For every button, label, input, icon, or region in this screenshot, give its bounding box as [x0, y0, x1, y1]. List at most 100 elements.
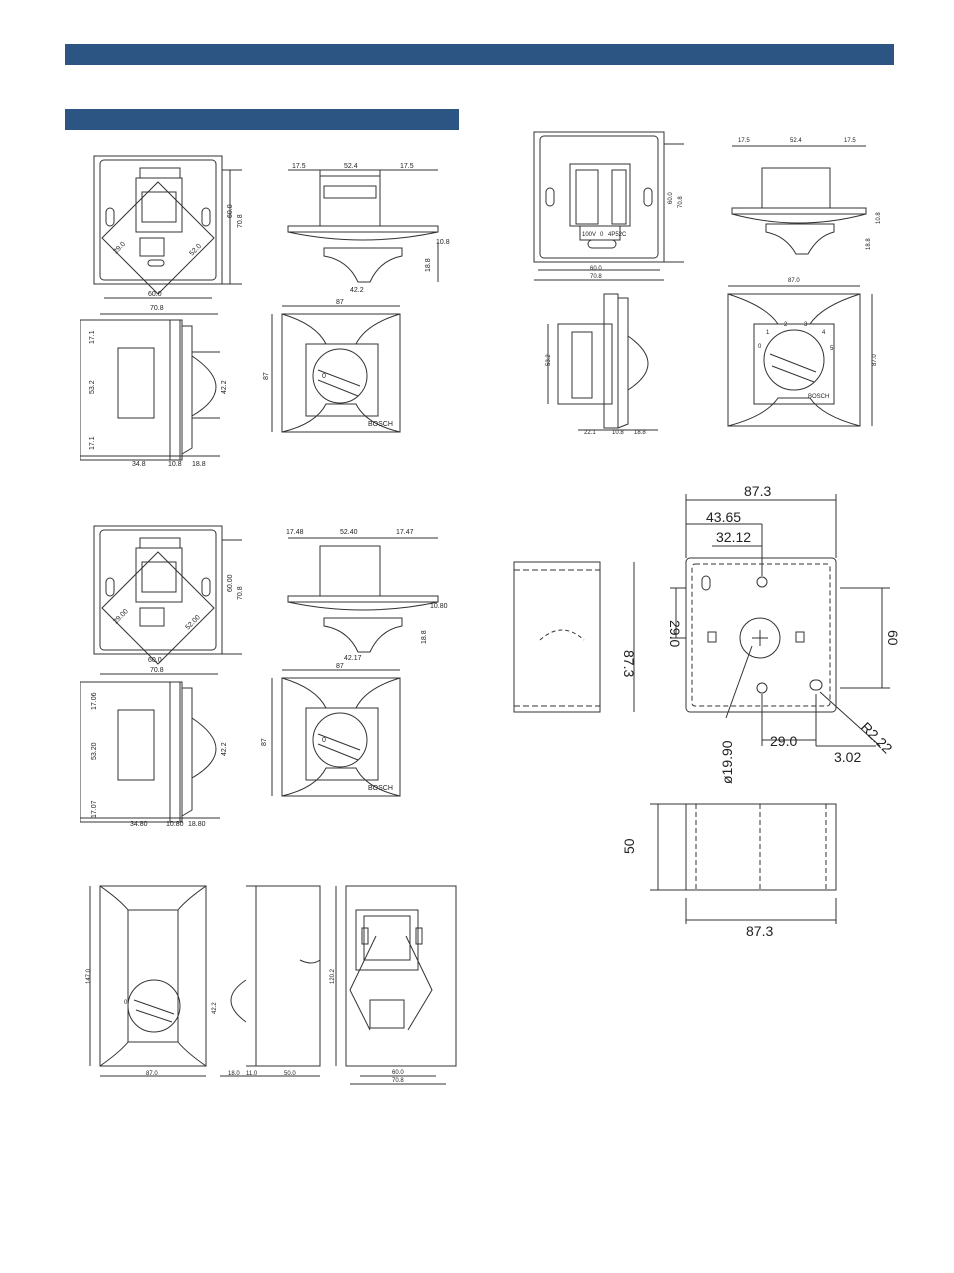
flush-box-drawing: 87.3 43.65 32.12 29.0 87.3 60 29.0 3.02 … [513, 483, 901, 939]
box-dim-b: 32.12 [716, 529, 751, 545]
dim-side-c: 17.1 [89, 436, 96, 450]
box-dim-depth: 50 [621, 838, 637, 854]
plate-brand: BOSCH [368, 421, 393, 428]
dim4-side-d2: 10.8 [612, 430, 624, 436]
dim4-front-h2: 70.8 [678, 196, 684, 208]
dim3-zero: 0 [124, 1000, 128, 1006]
dim-diag-a: 29.0 [112, 241, 127, 256]
dim4-side-d3: 18.8 [634, 430, 646, 436]
plate-zero: 0 [322, 373, 326, 380]
dim3-d1: 18.0 [228, 1071, 240, 1077]
dim-side-d3: 18.8 [192, 461, 206, 468]
dim4-t1: 100V [582, 232, 596, 238]
dim3-front-h: 147.0 [86, 968, 92, 984]
box-dim-dia: ø19.90 [719, 740, 735, 784]
dim2-side-c: 17.07 [91, 800, 98, 818]
dimension-drawing-1: 60.0 70.8 60.0 70.8 29.0 52.0 17.5 52.4 … [80, 155, 450, 468]
plate4-brand: BOSCH [808, 394, 829, 400]
box-dim-e: 29.0 [770, 733, 797, 749]
box-dim-r: R2.22 [858, 719, 896, 757]
dim2-side-d1: 34.80 [130, 821, 148, 828]
dim-top-knob: 42.2 [350, 287, 364, 294]
dim-side-d1: 34.8 [132, 461, 146, 468]
box-dim-f: 3.02 [834, 749, 861, 765]
dim2-top-depth2: 18.8 [421, 630, 428, 644]
dim2-side-a: 17.06 [91, 692, 98, 710]
dim2-side-d3: 18.80 [188, 821, 206, 828]
dim-diag-b: 52.0 [188, 243, 203, 258]
dim4-top-left: 17.5 [738, 138, 750, 144]
dim4-side-h: 53.2 [546, 354, 552, 366]
dim-front-w2: 70.8 [150, 305, 164, 312]
dimension-drawing-4: 60.0 70.8 60.0 70.8 100V 0 4P52 C 17.5 5… [533, 131, 882, 436]
dim-front-inner-w: 60.0 [148, 291, 162, 298]
dim4-front-h1: 60.0 [668, 192, 674, 204]
box-dim-d: 60 [885, 630, 901, 646]
dim2-plate-h: 87 [261, 738, 268, 746]
dim2-diag-a: 29.00 [112, 608, 129, 625]
dim3-knob: 42.2 [212, 1002, 218, 1014]
dim-side-knob: 42.2 [221, 380, 228, 394]
dim4-front-w1: 60.0 [590, 266, 602, 272]
dim2-side-b: 53.20 [91, 742, 98, 760]
section-header-bar [65, 109, 459, 130]
box-dim-c: 29.0 [667, 620, 683, 647]
plate2-brand: BOSCH [368, 785, 393, 792]
dim-top-mid: 52.4 [344, 163, 358, 170]
dim4-plate-h: 87.0 [872, 354, 878, 366]
dim3-back-w2: 70.8 [392, 1078, 404, 1084]
dial-2: 2 [784, 322, 788, 328]
box-dim-w: 87.3 [744, 483, 771, 499]
dim2-front-w2: 70.8 [150, 667, 164, 674]
dim4-t2: 0 [600, 232, 604, 238]
dim3-d2: 11.0 [246, 1071, 258, 1077]
dim4-top-mid: 52.4 [790, 138, 802, 144]
header-bar [65, 44, 894, 65]
box-dim-a: 43.65 [706, 509, 741, 525]
dim4-plate-w: 87.0 [788, 278, 800, 284]
box-dim-w2: 87.3 [746, 923, 773, 939]
dim-top-depth2: 18.8 [425, 258, 432, 272]
dim4-top-depth2: 18.8 [866, 238, 872, 250]
dial-1: 1 [766, 330, 770, 336]
dim3-back-w1: 60.0 [392, 1070, 404, 1076]
dimension-drawing-3: 147.0 87.0 0 42.2 18.0 11.0 50.0 120.2 6… [86, 885, 457, 1085]
dim2-front-w: 70.8 [237, 586, 244, 600]
dim2-top-right: 17.47 [396, 529, 414, 536]
dim-plate-h: 87 [263, 372, 270, 380]
dim4-top-depth: 10.8 [876, 212, 882, 224]
dim-top-left: 17.5 [292, 163, 306, 170]
dial-4: 4 [822, 330, 826, 336]
dim4-front-w2: 70.8 [590, 274, 602, 280]
dim-plate-w: 87 [336, 299, 344, 306]
dim-side-d2: 10.8 [168, 461, 182, 468]
dim4-side-d1: 22.1 [584, 430, 596, 436]
dim2-front-h: 60.00 [227, 574, 234, 592]
dim-top-depth: 10.8 [436, 239, 450, 246]
dim2-side-knob: 42.2 [221, 742, 228, 756]
dim-front-h: 60.0 [227, 204, 234, 218]
dim4-top-right: 17.5 [844, 138, 856, 144]
dim2-side-d2: 10.80 [166, 821, 184, 828]
dial-3: 3 [804, 322, 808, 328]
dial-5: 5 [830, 346, 834, 352]
dimension-drawing-2: 60.00 70.8 60.0 70.8 29.00 52.00 17.48 5… [80, 525, 448, 828]
dim-front-w: 70.8 [237, 214, 244, 228]
dim-side-a: 17.1 [89, 330, 96, 344]
dim3-back-h: 120.2 [330, 968, 336, 984]
box-dim-h: 87.3 [621, 650, 637, 677]
dial-0: 0 [758, 344, 762, 350]
dim2-top-knob: 42.17 [344, 655, 362, 662]
dim2-top-left: 17.48 [286, 529, 304, 536]
dim2-front-inner-w: 60.0 [148, 657, 162, 664]
dim2-plate-w: 87 [336, 663, 344, 670]
dim-top-right: 17.5 [400, 163, 414, 170]
dim4-t3: 4P52 [608, 232, 623, 238]
dim2-top-mid: 52.40 [340, 529, 358, 536]
dim2-top-depth: 10.80 [430, 603, 448, 610]
plate2-zero: 0 [322, 737, 326, 744]
dim-side-b: 53.2 [89, 380, 96, 394]
dim4-t4: C [622, 232, 627, 238]
dim3-d3: 50.0 [284, 1071, 296, 1077]
dim3-front-w: 87.0 [146, 1071, 158, 1077]
